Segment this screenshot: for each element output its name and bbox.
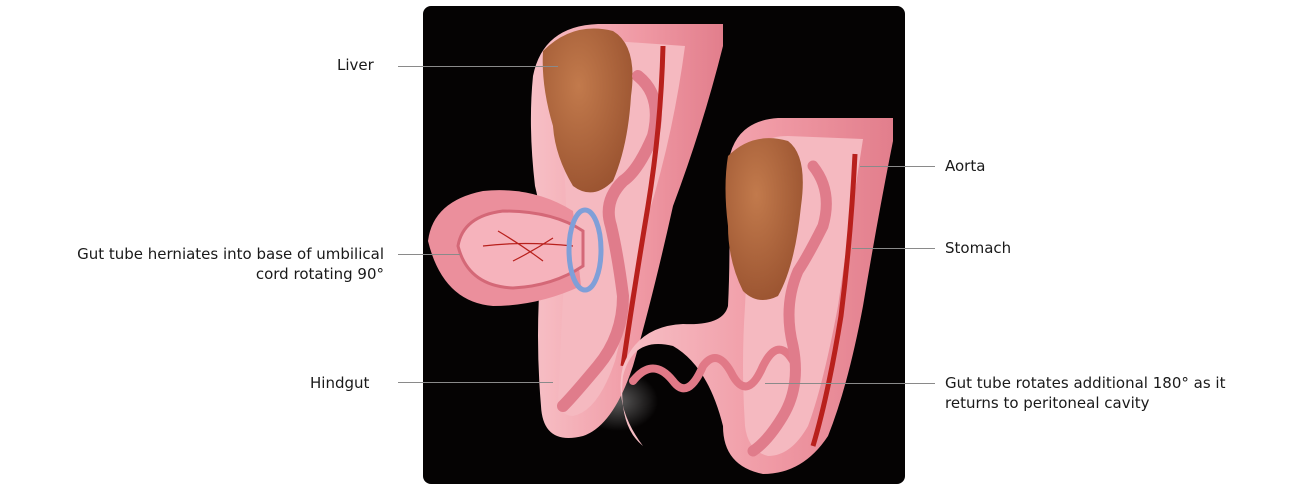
label-herniation-line2: cord rotating 90° (77, 264, 384, 284)
leader-stomach (852, 248, 935, 249)
label-rotation-line2: returns to peritoneal cavity (945, 393, 1225, 413)
leader-liver (398, 66, 558, 67)
label-liver: Liver (337, 55, 374, 75)
label-hindgut: Hindgut (310, 373, 369, 393)
leader-hindgut (398, 382, 553, 383)
leader-herniation (398, 254, 460, 255)
leader-aorta (860, 166, 935, 167)
label-rotation: Gut tube rotates additional 180° as it r… (945, 373, 1225, 413)
label-herniation-line1: Gut tube herniates into base of umbilica… (77, 244, 384, 264)
leader-rotation (765, 383, 935, 384)
label-rotation-line1: Gut tube rotates additional 180° as it (945, 373, 1225, 393)
label-stomach: Stomach (945, 238, 1011, 258)
label-aorta: Aorta (945, 156, 985, 176)
label-herniation: Gut tube herniates into base of umbilica… (77, 244, 384, 284)
